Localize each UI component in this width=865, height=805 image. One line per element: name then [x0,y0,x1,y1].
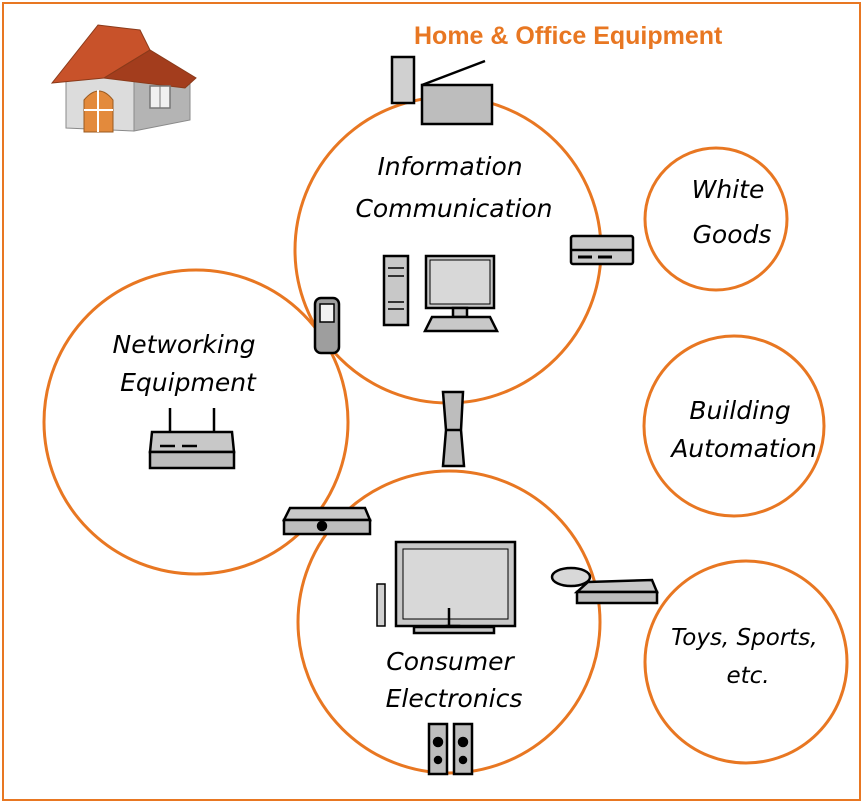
white-goods-label-2: Goods [693,220,772,249]
white-goods-circle [643,146,789,292]
media-player-icon [281,506,372,536]
info-comm-label-2: Communication [355,194,552,223]
info-comm-label-1: Information [377,152,522,181]
networking-label-1: Networking [113,330,256,359]
consumer-circle [296,469,602,775]
stereo-speakers-icon [427,722,474,776]
svg-text:Toys, Sports, etc.: Toys, Sports, etc. [671,625,825,689]
networking-circle [42,268,350,576]
mobile-phone-icon [313,296,341,355]
consumer-label-2: Electronics [386,684,523,713]
networking-label-2: Equipment [120,368,257,397]
toys-label-1: Toys, Sports, [671,625,818,651]
consumer-label-1: Consumer [386,647,515,676]
svg-text:Consumer Electronics: Consumer Electronics [386,647,523,713]
diagram-title: Home & Office Equipment [414,22,723,50]
svg-text:Building Automation: Building Automation [669,396,817,463]
set-top-box-icon [569,234,635,266]
speaker-icon [441,390,466,468]
info-comm-circle [293,95,603,405]
building-label-1: Building [689,396,790,425]
svg-text:Information Communication: Information Communication [355,152,552,223]
house-icon [50,24,197,133]
toys-circle [643,559,849,765]
game-console-icon [550,566,659,605]
white-goods-label-1: White [692,175,765,204]
toys-label-2: etc. [726,663,769,689]
svg-text:Networking Equipment: Networking Equipment [113,330,264,397]
building-label-2: Automation [669,434,817,463]
wifi-router-icon [148,408,236,470]
svg-text:White Goods: White Goods [692,175,773,249]
fax-icon [390,55,494,126]
desktop-computer-icon [382,254,500,333]
building-circle [642,334,826,518]
television-icon [376,540,517,635]
